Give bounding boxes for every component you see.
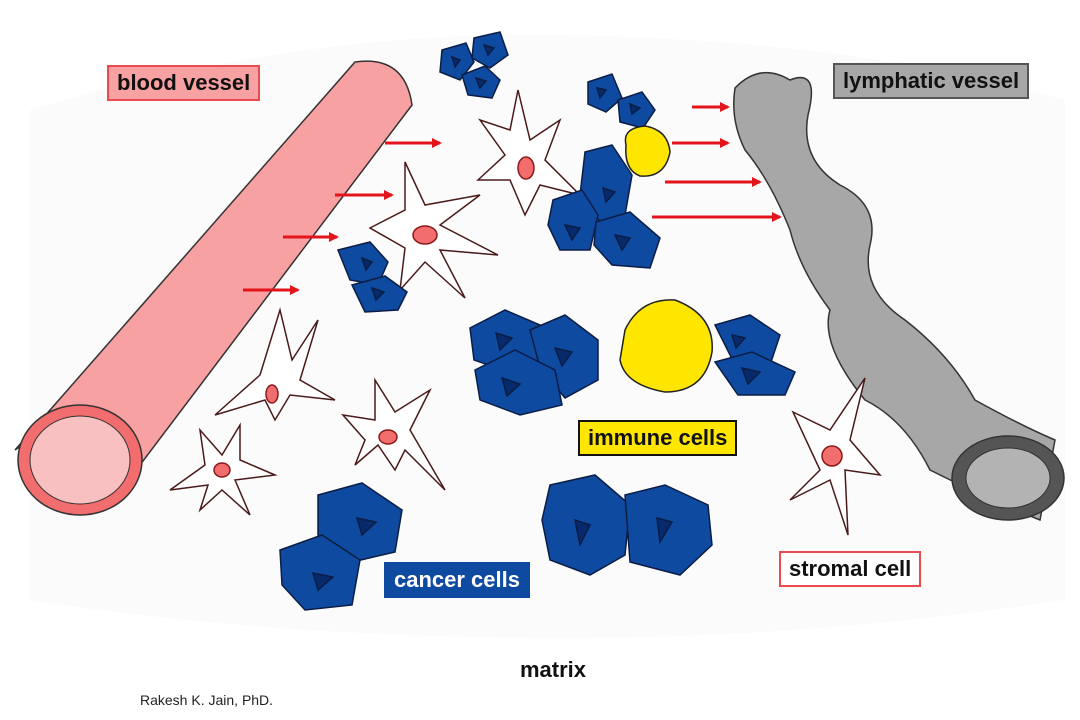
stromal-cell bbox=[169, 422, 278, 516]
extravasation-arrows bbox=[243, 138, 442, 295]
label-stromal-cell: stromal cell bbox=[779, 551, 922, 587]
immune-cell bbox=[619, 299, 713, 393]
immune-cell bbox=[624, 125, 671, 177]
cancer-cell-cluster bbox=[541, 474, 713, 576]
stromal-cell bbox=[214, 307, 336, 422]
cancer-cell-cluster bbox=[713, 314, 796, 396]
label-immune-cells: immune cells bbox=[578, 420, 738, 456]
stromal-cells bbox=[169, 89, 882, 536]
cancer-cell-cluster bbox=[336, 241, 408, 313]
label-cancer-cells: cancer cells bbox=[384, 562, 530, 598]
cancer-cells bbox=[279, 31, 796, 611]
author-credit: Rakesh K. Jain, PhD. bbox=[140, 692, 274, 708]
lymphatic-vessel bbox=[733, 71, 1065, 522]
label-blood-vessel: blood vessel bbox=[107, 65, 261, 101]
blood-vessel bbox=[14, 60, 413, 516]
cancer-cell-cluster bbox=[279, 482, 403, 611]
label-lymphatic-vessel: lymphatic vessel bbox=[833, 63, 1030, 99]
immune-cells bbox=[619, 125, 713, 393]
cancer-cell-cluster bbox=[469, 309, 599, 416]
cancer-cell-cluster bbox=[587, 73, 656, 129]
stromal-cell bbox=[789, 377, 882, 536]
label-matrix: matrix bbox=[512, 654, 595, 686]
stromal-cell bbox=[341, 377, 446, 491]
drainage-arrows bbox=[652, 102, 782, 222]
cancer-cell-cluster bbox=[439, 31, 509, 99]
cancer-cell-cluster bbox=[547, 144, 661, 269]
